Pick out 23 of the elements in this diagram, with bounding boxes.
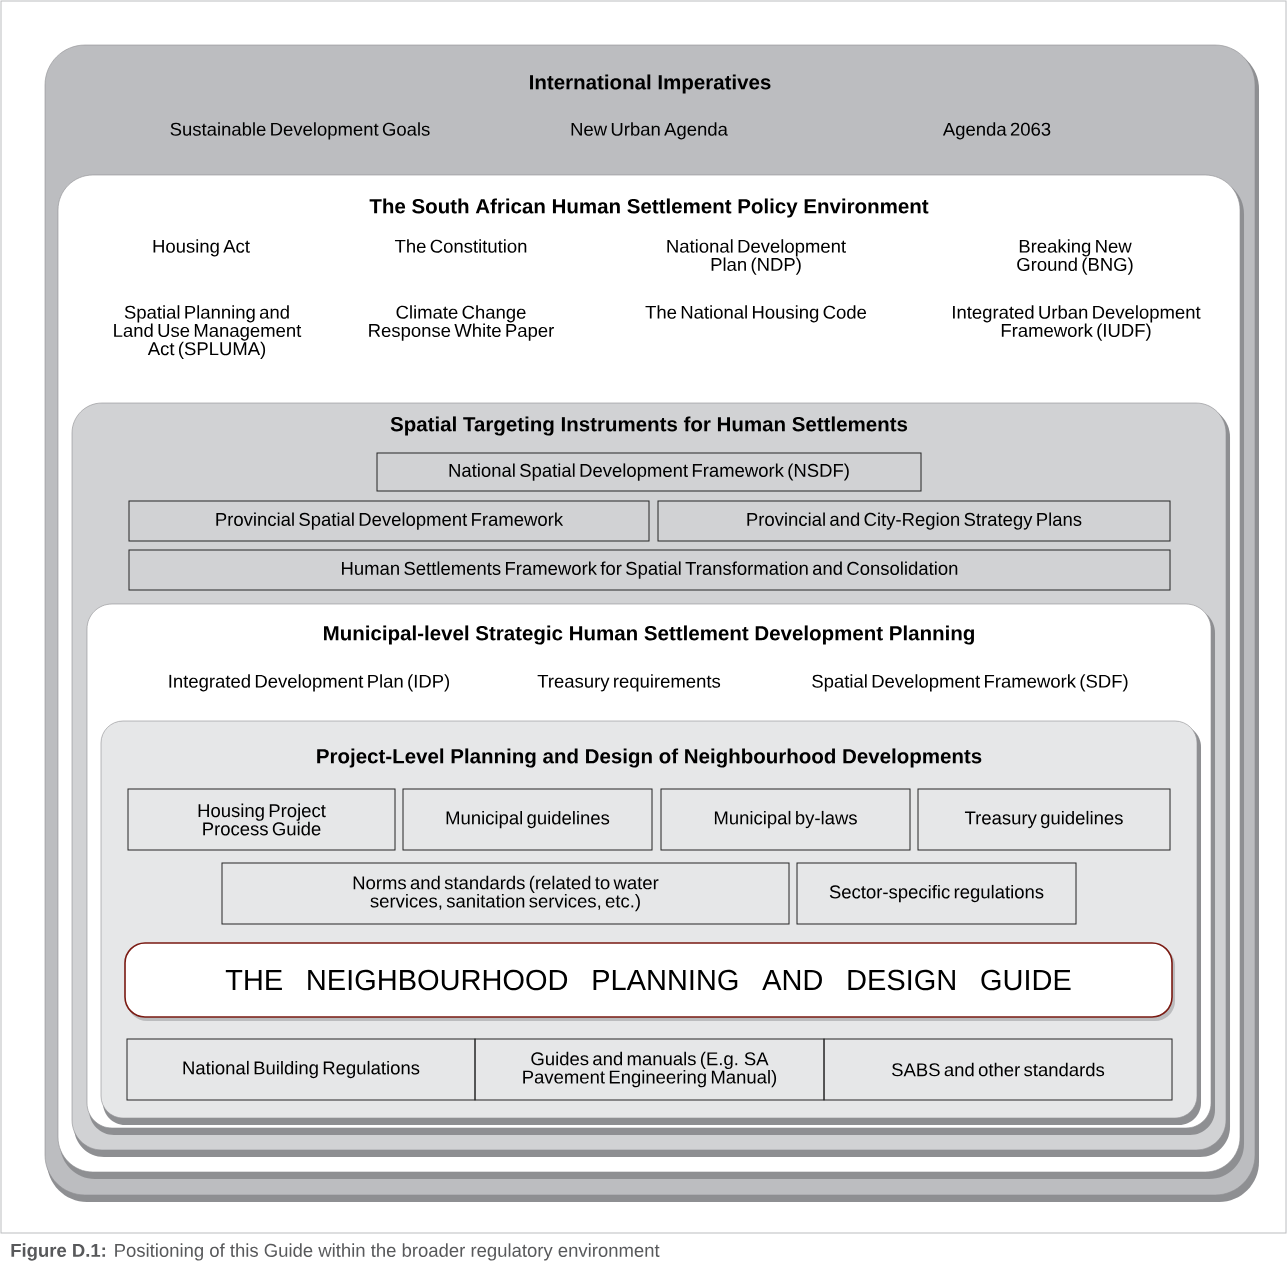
policy-item: Spatial Development Framework (SDF)	[812, 674, 1128, 692]
panel-heading: Municipal-level Strategic Human Settlement Development Planning	[324, 625, 974, 645]
policy-item: Spatial Planning and Land Use Management Act (SPLUMA)	[114, 305, 302, 359]
policy-item: Agenda 2063	[942, 122, 1051, 140]
panel-heading: The South African Human Settlement Policy Environment	[369, 198, 929, 218]
policy-item: Breaking New Ground (BNG)	[1017, 239, 1133, 275]
figure-caption: Figure D.1: Positioning of this Guide within the broader regulatory environment	[11, 1243, 660, 1261]
policy-item: Treasury requirements	[537, 674, 721, 692]
policy-item: Sustainable Development Goals	[170, 122, 430, 140]
panel-heading: International Imperatives	[530, 74, 771, 94]
policy-item: New Urban Agenda	[571, 122, 728, 140]
policy-item: Climate Change Response White Paper	[369, 305, 554, 341]
document-box: Human Settlements Framework for Spatial Transformation and Consolidation	[128, 549, 1171, 591]
document-box: Provincial Spatial Development Framework	[128, 500, 650, 542]
panel-heading: Spatial Targeting Instruments for Human Settlements	[390, 416, 908, 436]
policy-item: The Constitution	[395, 239, 527, 253]
document-box: National Spatial Development Framework (NSDF)	[376, 452, 922, 492]
policy-item: Integrated Development Plan (IDP)	[169, 674, 450, 692]
document-box: Provincial and City-Region Strategy Plans	[657, 500, 1171, 542]
policy-item: National Development Plan (NDP)	[667, 239, 846, 275]
policy-item: Housing Act	[153, 239, 250, 257]
policy-item: Integrated Urban Development Framework (IUDF)	[953, 305, 1201, 341]
policy-item: The National Housing Code	[645, 305, 867, 323]
